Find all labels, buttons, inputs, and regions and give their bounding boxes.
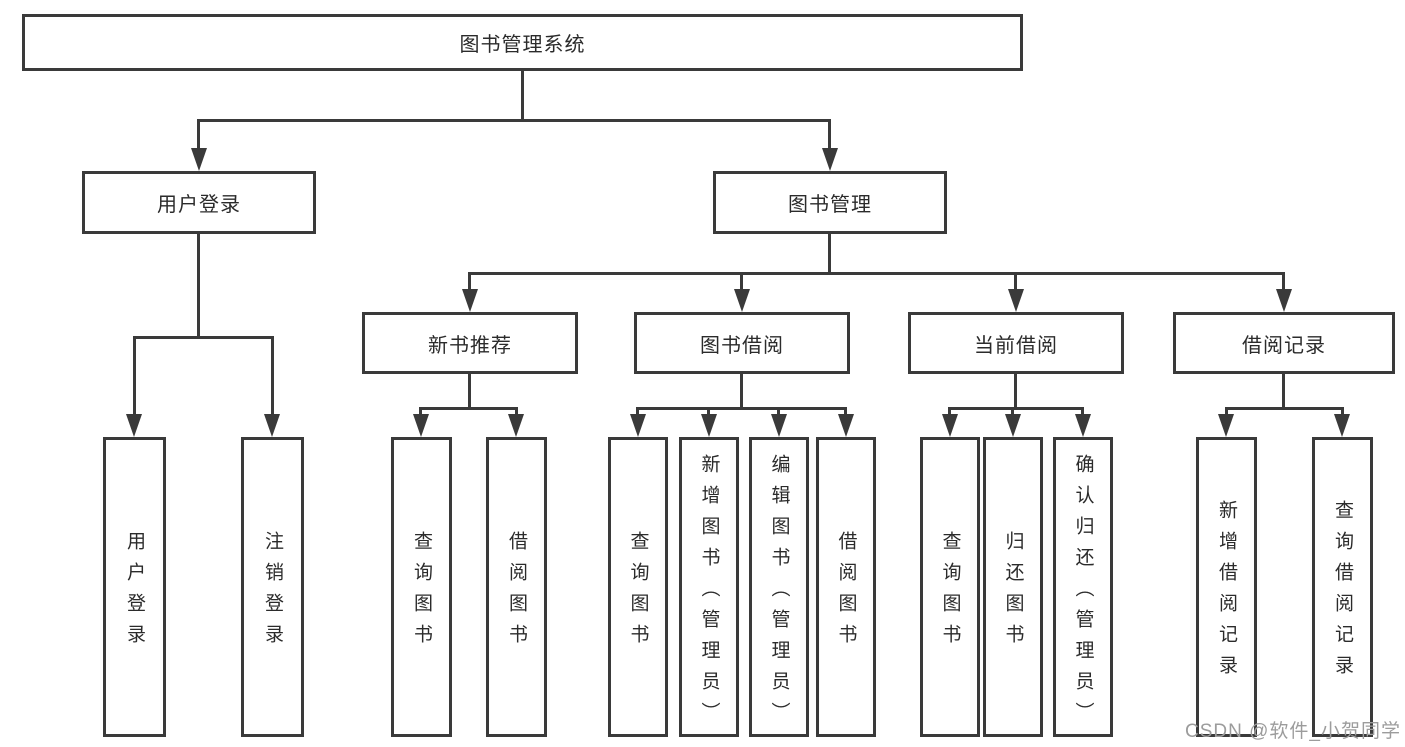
arrowhead-down-icon	[1276, 289, 1292, 312]
leaf-bb-query-books: 查询图书	[608, 437, 668, 737]
arrowhead-down-icon	[1005, 414, 1021, 437]
arrowhead-down-icon	[1334, 414, 1350, 437]
leaf-label: 新增图书（管理员）	[698, 453, 720, 733]
node-user-login: 用户登录	[82, 171, 316, 234]
node-book-borrow: 图书借阅	[634, 312, 850, 374]
arrowhead-down-icon	[771, 414, 787, 437]
leaf-cb-confirm-return-admin: 确认归还（管理员）	[1053, 437, 1113, 737]
node-label: 图书借阅	[700, 334, 784, 357]
leaf-label: 借阅图书	[506, 531, 527, 655]
node-borrow-records: 借阅记录	[1173, 312, 1395, 374]
connector-drop-book-management	[828, 119, 831, 149]
leaf-label: 注销登录	[262, 531, 283, 655]
connector-borrow-records-bar	[1225, 407, 1344, 410]
arrowhead-down-icon	[734, 289, 750, 312]
leaf-label: 新增借阅记录	[1216, 500, 1237, 686]
connector-drop-borrow-records	[1282, 272, 1285, 290]
arrowhead-down-icon	[822, 148, 838, 171]
node-label: 图书管理	[788, 194, 872, 216]
arrowhead-down-icon	[462, 289, 478, 312]
connector-book-borrow-stem	[740, 374, 743, 410]
arrowhead-down-icon	[191, 148, 207, 171]
connector-drop-cb-return	[1011, 407, 1014, 416]
connector-book-management-bar	[468, 272, 1285, 275]
node-label: 当前借阅	[974, 334, 1058, 357]
connector-current-borrow-bar	[948, 407, 1084, 410]
leaf-user-login: 用户登录	[103, 437, 166, 737]
arrowhead-down-icon	[508, 414, 524, 437]
connector-user-login-bar	[133, 336, 274, 339]
connector-current-borrow-stem	[1014, 374, 1017, 410]
arrowhead-down-icon	[264, 414, 280, 437]
node-label: 图书管理系统	[459, 34, 586, 56]
leaf-cb-query-books: 查询图书	[920, 437, 980, 737]
connector-drop-cb-query	[948, 407, 951, 416]
arrowhead-down-icon	[838, 414, 854, 437]
arrowhead-down-icon	[1075, 414, 1091, 437]
node-current-borrow: 当前借阅	[908, 312, 1124, 374]
leaf-label: 查询借阅记录	[1332, 500, 1353, 686]
leaf-bb-edit-books-admin: 编辑图书（管理员）	[749, 437, 809, 737]
arrowhead-down-icon	[701, 414, 717, 437]
leaf-logout: 注销登录	[241, 437, 304, 737]
connector-drop-br-add	[1225, 407, 1228, 416]
connector-drop-current-borrow	[1014, 272, 1017, 290]
leaf-nbr-query-books: 查询图书	[391, 437, 452, 737]
node-new-book-recommend: 新书推荐	[362, 312, 578, 374]
leaf-label: 查询图书	[939, 531, 961, 655]
connector-drop-user-login	[197, 119, 200, 149]
arrowhead-down-icon	[126, 414, 142, 437]
connector-drop-bb-query	[636, 407, 639, 416]
connector-drop-nbr-borrow	[515, 407, 518, 416]
connector-drop-nbr-query	[419, 407, 422, 416]
connector-drop-bb-borrow	[844, 407, 847, 416]
connector-book-management-stem	[828, 234, 831, 275]
arrowhead-down-icon	[1008, 289, 1024, 312]
leaf-label: 查询图书	[627, 531, 649, 655]
leaf-cb-return-books: 归还图书	[983, 437, 1043, 737]
connector-drop-bb-add	[707, 407, 710, 416]
leaf-label: 借阅图书	[835, 531, 857, 655]
leaf-br-query-record: 查询借阅记录	[1312, 437, 1373, 737]
connector-drop-cb-confirm	[1081, 407, 1084, 416]
leaf-label: 用户登录	[124, 531, 145, 655]
leaf-bb-borrow-books: 借阅图书	[816, 437, 876, 737]
connector-drop-leaf-user-login	[133, 336, 136, 414]
connector-root-bar	[197, 119, 831, 122]
leaf-br-add-record: 新增借阅记录	[1196, 437, 1257, 737]
node-label: 用户登录	[157, 194, 241, 216]
leaf-label: 编辑图书（管理员）	[768, 453, 790, 733]
connector-new-book-recommend-stem	[468, 374, 471, 410]
connector-drop-leaf-logout	[271, 336, 274, 414]
connector-book-borrow-bar	[636, 407, 847, 410]
node-label: 新书推荐	[428, 334, 512, 357]
connector-drop-br-query	[1341, 407, 1344, 416]
leaf-label: 归还图书	[1002, 531, 1024, 655]
connector-new-book-recommend-bar	[419, 407, 518, 410]
connector-drop-bb-edit	[777, 407, 780, 416]
arrowhead-down-icon	[413, 414, 429, 437]
connector-user-login-stem	[197, 234, 200, 339]
node-label: 借阅记录	[1242, 334, 1326, 357]
arrowhead-down-icon	[630, 414, 646, 437]
leaf-label: 确认归还（管理员）	[1072, 453, 1094, 733]
watermark: CSDN @软件_小贺同学	[1185, 721, 1401, 742]
leaf-label: 查询图书	[411, 531, 432, 655]
node-library-management-system: 图书管理系统	[22, 14, 1023, 71]
connector-drop-book-borrow	[740, 272, 743, 290]
leaf-nbr-borrow-books: 借阅图书	[486, 437, 547, 737]
connector-borrow-records-stem	[1282, 374, 1285, 410]
arrowhead-down-icon	[942, 414, 958, 437]
arrowhead-down-icon	[1218, 414, 1234, 437]
connector-root-stem	[521, 70, 524, 122]
node-book-management: 图书管理	[713, 171, 947, 234]
connector-drop-new-book-recommend	[468, 272, 471, 290]
leaf-bb-add-books-admin: 新增图书（管理员）	[679, 437, 739, 737]
